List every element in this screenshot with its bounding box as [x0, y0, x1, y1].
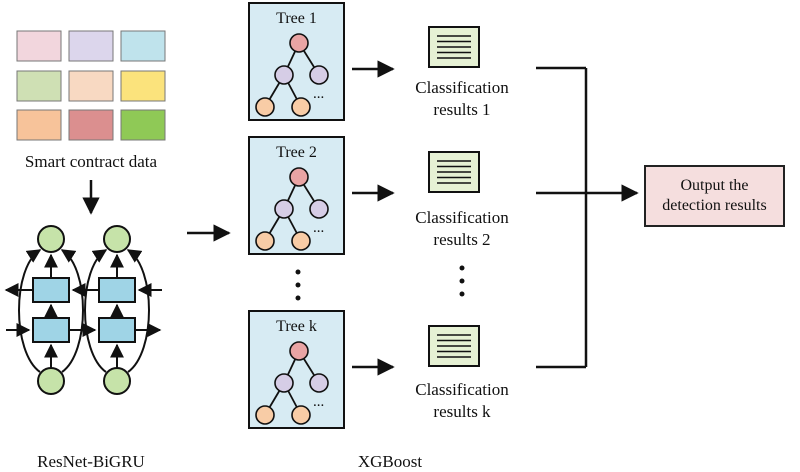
tree-node — [291, 97, 311, 117]
input-node — [103, 367, 131, 395]
result-k-line2: results k — [433, 402, 491, 421]
data-cell — [68, 30, 114, 62]
input-node — [37, 367, 65, 395]
forward-gru-cell — [32, 317, 70, 343]
result-1-line2: results 1 — [433, 100, 491, 119]
output-detection-box: Output the detection results — [644, 165, 785, 227]
tree-node — [255, 231, 275, 251]
data-cell — [68, 70, 114, 102]
tree-ellipsis-dots — [295, 269, 301, 301]
document-icon — [428, 26, 480, 68]
result-merge-connector — [536, 66, 639, 369]
result-k-line1: Classification — [415, 380, 509, 399]
tree-2-title: Tree 2 — [276, 144, 317, 161]
xgboost-label: XGBoost — [357, 452, 423, 471]
smart-contract-data-grid — [16, 30, 166, 141]
tree-node — [291, 231, 311, 251]
document-icon — [428, 325, 480, 367]
resnet-bigru-network — [4, 225, 162, 395]
tree-1-ellipsis: ... — [313, 86, 325, 102]
output-line2: detection results — [662, 197, 767, 214]
tree-k-title: Tree k — [276, 318, 317, 335]
tree-node — [309, 373, 329, 393]
data-cell — [68, 109, 114, 141]
backward-gru-cell — [98, 277, 136, 303]
tree-node — [274, 65, 294, 85]
data-cell — [16, 109, 62, 141]
input-data-label: Smart contract data — [24, 152, 158, 171]
data-cell — [16, 30, 62, 62]
result-ellipsis-dots — [459, 265, 465, 297]
tree-node — [255, 97, 275, 117]
data-cell — [120, 30, 166, 62]
document-icon — [428, 151, 480, 193]
tree-k-ellipsis: ... — [313, 394, 325, 410]
output-line1: Output the — [680, 177, 749, 194]
xgboost-trees — [248, 2, 345, 429]
tree-structures — [255, 33, 329, 425]
resnet-bigru-label: ResNet-BiGRU — [37, 452, 145, 471]
tree-node — [274, 373, 294, 393]
tree-node — [255, 405, 275, 425]
tree-node — [291, 405, 311, 425]
output-node — [37, 225, 65, 253]
tree-node — [289, 341, 309, 361]
tree-structure-3 — [255, 341, 329, 425]
result-1-line1: Classification — [415, 78, 509, 97]
classification-result-documents — [428, 26, 480, 367]
result-2-line1: Classification — [415, 208, 509, 227]
output-node — [103, 225, 131, 253]
forward-gru-cell — [98, 317, 136, 343]
backward-gru-cell — [32, 277, 70, 303]
data-cell — [120, 109, 166, 141]
tree-node — [274, 199, 294, 219]
tree-node — [309, 65, 329, 85]
tree-node — [309, 199, 329, 219]
tree-2-ellipsis: ... — [313, 220, 325, 236]
data-cell — [16, 70, 62, 102]
data-cell — [120, 70, 166, 102]
tree-structure-2 — [255, 167, 329, 251]
tree-1-title: Tree 1 — [276, 10, 317, 27]
result-2-line2: results 2 — [433, 230, 491, 249]
tree-structure-1 — [255, 33, 329, 117]
tree-node — [289, 33, 309, 53]
tree-node — [289, 167, 309, 187]
